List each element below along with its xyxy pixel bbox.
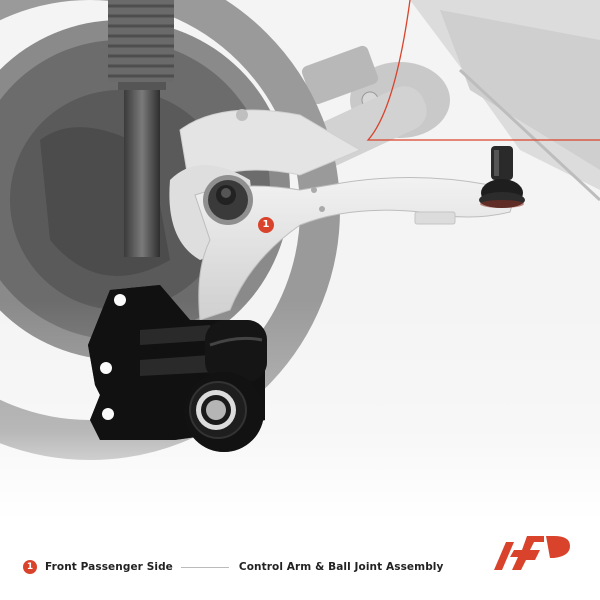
caption-bar: 1 Front Passenger Side Control Arm & Bal… bbox=[0, 552, 600, 582]
caption-divider bbox=[180, 566, 229, 568]
product-illustration bbox=[0, 0, 600, 520]
a-premium-logo-icon bbox=[490, 530, 582, 576]
callout-marker-1: 1 bbox=[258, 217, 274, 233]
position-number-badge: 1 bbox=[23, 560, 37, 574]
position-label: Front Passenger Side bbox=[45, 561, 173, 573]
product-name-label: Control Arm & Ball Joint Assembly bbox=[238, 561, 444, 573]
